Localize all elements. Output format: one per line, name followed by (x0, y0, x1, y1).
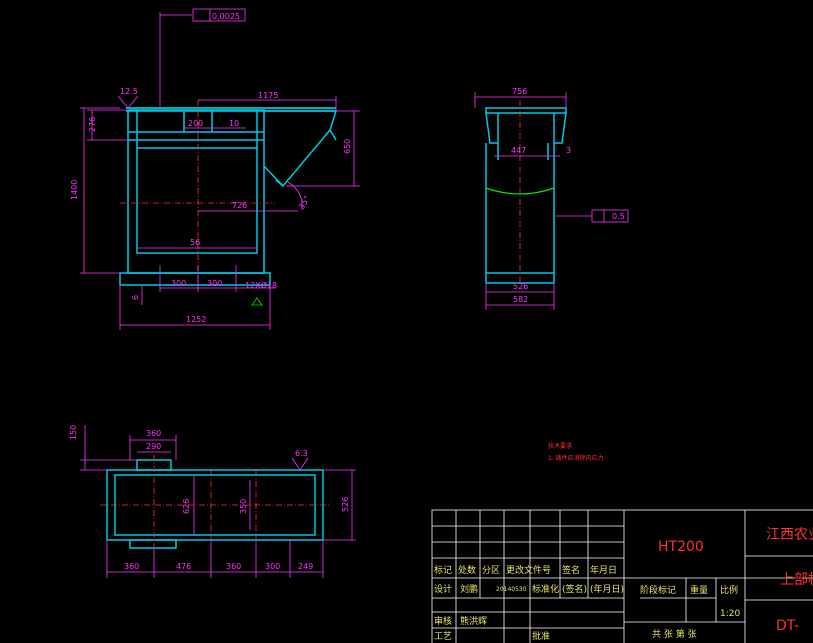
tb-scale-label: 比例 (720, 584, 738, 596)
side-view: 756 447 3 0.5 526 582 (474, 87, 629, 310)
side-top-flange (485, 107, 567, 114)
roughness-6-3: 6.3 (295, 449, 308, 458)
tb-r4c2: 批准 (532, 630, 550, 642)
flatness-tolerance: 0.0025 (212, 12, 240, 21)
tb-r2c3: 20140530 (496, 586, 527, 593)
notes-title: 技术要求 (548, 442, 572, 450)
front-view: 0.0025 12.5 1175 276 1400 650 200 10 726… (70, 8, 360, 330)
dim-angle: 35° (297, 194, 312, 211)
tb-r2c1: 设计 (434, 583, 452, 595)
title-part-name: 上部机 (780, 572, 813, 588)
dim-626: 626 (182, 499, 191, 514)
tb-scale: 1:20 (720, 609, 740, 619)
dim-bottom-3: 360 (226, 562, 241, 571)
dim-3: 3 (566, 146, 571, 155)
dim-6: 6 (131, 295, 140, 300)
front-base-plate (119, 272, 271, 286)
front-body-outline (127, 109, 265, 274)
dim-bottom-4: 300 (265, 562, 280, 571)
dim-bottom-5: 249 (298, 562, 313, 571)
dim-360-top: 360 (146, 429, 161, 438)
dim-10: 10 (229, 119, 239, 128)
tb-r2c2: 刘鹏 (460, 583, 478, 595)
tb-r2c4: 标准化 (532, 583, 559, 595)
dim-1175: 1175 (258, 91, 278, 100)
hole-callout: 12XØ18 (245, 280, 277, 290)
dim-447: 447 (511, 146, 526, 155)
tb-r2c6: (年月日) (590, 583, 624, 595)
title-company: 江西农业 (766, 527, 813, 543)
plan-view: 150 360 290 6.3 626 350 526 360 476 360 … (69, 425, 356, 578)
dim-1400: 1400 (70, 180, 79, 200)
dim-200: 200 (188, 119, 203, 128)
dim-276: 276 (88, 117, 97, 132)
notes-line-1: 1. 铸件应消除内应力 (548, 454, 604, 462)
tb-r1c3: 分区 (482, 565, 500, 576)
dim-56: 56 (190, 238, 200, 247)
tb-r1c1: 标记 (434, 564, 452, 576)
dim-726: 726 (232, 201, 247, 210)
tb-r1c4: 更改文件号 (506, 564, 551, 576)
dim-350: 350 (239, 499, 248, 514)
tb-r3c1: 审核 (434, 615, 452, 627)
dim-bottom-1: 360 (124, 562, 139, 571)
roughness-symbol-value: 12.5 (120, 87, 138, 96)
front-window (136, 147, 258, 254)
dim-300-right: 300 (207, 279, 222, 288)
title-block: HT200 江西农业 上部机 DT- 标记 处数 分区 更改文件号 签名 年月日… (431, 509, 813, 643)
perpendicularity-tolerance: 0.5 (612, 212, 625, 221)
tb-weight: 重量 (690, 584, 708, 596)
dim-300-left: 300 (171, 279, 186, 288)
plan-bottom-lug (129, 539, 177, 549)
dim-650: 650 (343, 139, 352, 154)
tb-r1c2: 处数 (458, 564, 476, 576)
technical-notes: 技术要求 1. 铸件应消除内应力 (548, 442, 604, 462)
tb-r2c5: (签名) (562, 583, 587, 595)
dim-526: 526 (513, 282, 528, 291)
tb-r1c6: 年月日 (590, 564, 617, 576)
tb-r1c5: 签名 (562, 564, 580, 576)
discharge-chute (263, 110, 338, 188)
tb-sheets: 共 张 第 张 (652, 628, 697, 640)
dim-582: 582 (513, 295, 528, 304)
tb-stage-mark: 阶段标记 (640, 584, 676, 596)
tb-r3c2: 熊洪辉 (460, 615, 487, 627)
title-material: HT200 (658, 539, 704, 555)
tb-r4c1: 工艺 (434, 631, 452, 642)
dim-290: 290 (146, 442, 161, 451)
dim-bottom-2: 476 (176, 562, 191, 571)
dim-526-plan: 526 (341, 497, 350, 512)
dim-756: 756 (512, 87, 527, 96)
dim-150: 150 (69, 425, 78, 440)
title-drawing-no: DT- (776, 618, 799, 634)
dim-1252: 1252 (186, 315, 206, 324)
